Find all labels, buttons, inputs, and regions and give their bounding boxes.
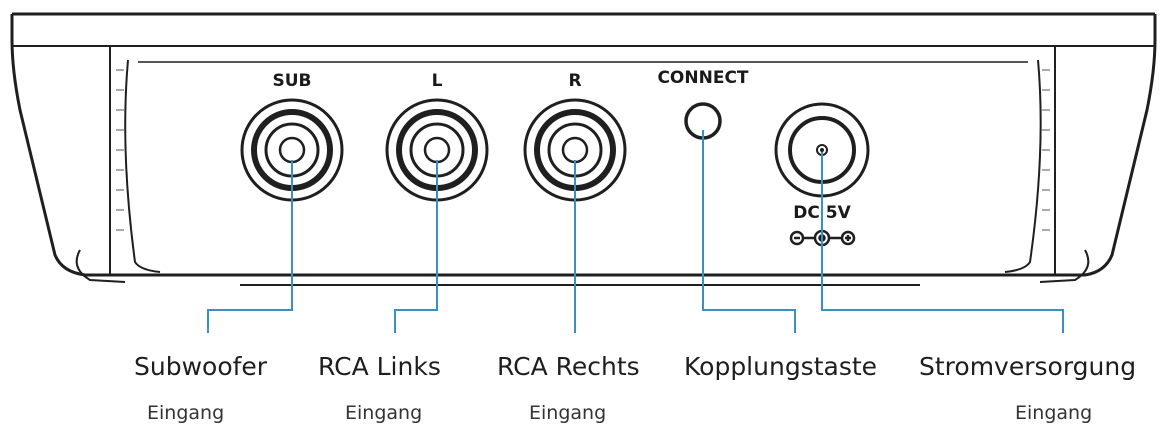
callout-subwoofer-subtitle: Eingang: [147, 402, 225, 424]
callout-rca-right-subtitle: Eingang: [529, 402, 607, 424]
right-label: R: [568, 71, 581, 91]
leader-line-left: [394, 160, 438, 333]
callout-power-title: Stromversorgung: [919, 352, 1137, 381]
sub-label: SUB: [272, 71, 311, 91]
callout-rca-left-subtitle: Eingang: [345, 402, 423, 424]
leader-line-connect: [702, 130, 796, 333]
edge-texture: [116, 69, 1050, 231]
leader-line-dc: [821, 152, 1064, 333]
connect-label: CONNECT: [657, 68, 748, 88]
device-housing: [10, 12, 1157, 286]
callout-subwoofer-title: Subwoofer: [134, 352, 268, 381]
callout-pairing-button-title: Kopplungstaste: [684, 352, 878, 381]
callout-power-subtitle: Eingang: [1015, 402, 1093, 424]
leader-line-sub: [207, 160, 293, 333]
callout-rca-right-title: RCA Rechts: [497, 352, 640, 381]
callout-rca-left-title: RCA Links: [318, 352, 441, 381]
leader-lines: [207, 130, 1064, 333]
left-label: L: [432, 71, 443, 91]
